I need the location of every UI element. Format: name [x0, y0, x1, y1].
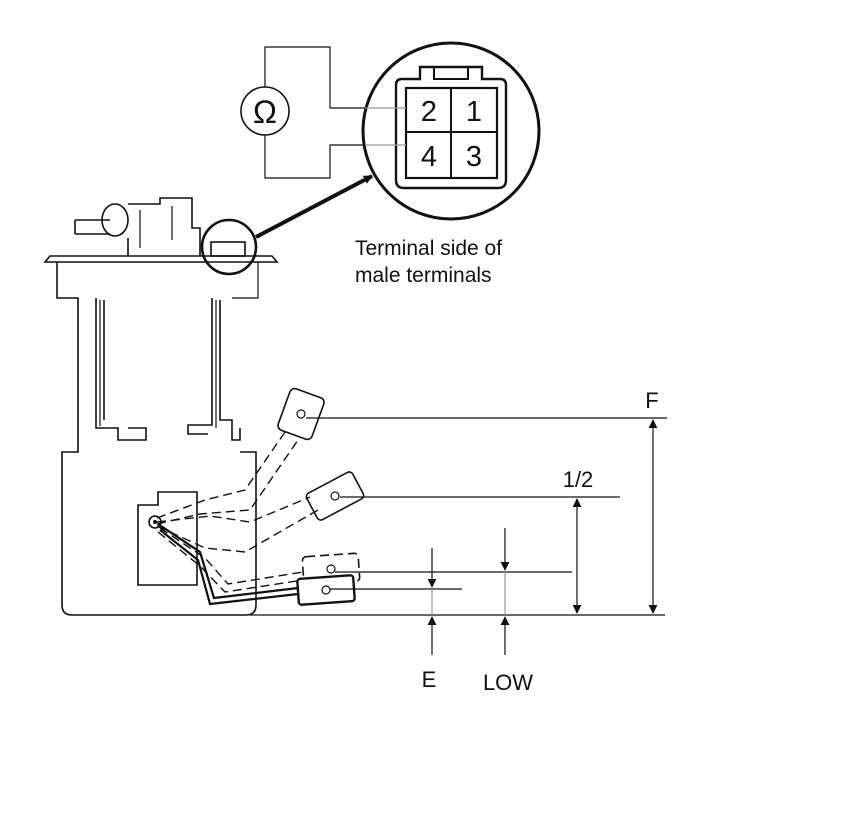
ohmmeter: Ω	[240, 46, 405, 179]
pipe-detail	[139, 206, 173, 248]
fuel-sender-unit	[43, 197, 279, 616]
float-arm-low	[157, 527, 304, 593]
connector-housing	[394, 65, 508, 190]
float-arm-empty	[157, 523, 299, 606]
upper-housing	[56, 262, 257, 616]
float-empty	[296, 574, 356, 606]
reference-lines	[250, 417, 667, 616]
connector-socket	[210, 241, 246, 257]
pump-column-right	[187, 298, 241, 441]
pipe-body	[127, 197, 201, 256]
sender-board	[137, 491, 198, 586]
label-full: F	[645, 388, 658, 413]
fuel-outlet-pipe	[74, 219, 110, 235]
terminal-2-label: 2	[421, 96, 437, 128]
connector-caption-line-1: Terminal side of	[355, 237, 502, 260]
terminal-3-label: 3	[466, 141, 482, 173]
terminal-4-label: 4	[421, 141, 437, 173]
float-arm-full	[156, 431, 299, 525]
label-half: 1/2	[563, 467, 594, 492]
float-assembly	[156, 387, 365, 606]
float-arm-pivot-center	[153, 520, 157, 524]
float-half	[305, 471, 365, 521]
pump-column-left	[95, 298, 147, 441]
pipe-joint	[101, 203, 129, 237]
connector-highlight-circle	[200, 218, 258, 276]
callout-arrow	[255, 174, 373, 239]
housing-inner-line	[232, 262, 259, 299]
connector-caption-line-2: male terminals	[355, 264, 492, 287]
dimension-arrows	[427, 419, 658, 655]
terminal-1-label: 1	[466, 96, 482, 128]
float-arm-half	[156, 496, 319, 553]
lead-to-terminal-4	[264, 135, 405, 179]
column-detail	[99, 300, 217, 428]
lead-to-terminal-2	[264, 46, 405, 109]
label-empty: E	[422, 667, 437, 692]
connector-magnified: 2 1 4 3	[361, 41, 541, 221]
connector-latch	[433, 66, 469, 80]
label-low: LOW	[483, 670, 533, 695]
ohm-symbol: Ω	[253, 94, 277, 130]
mounting-flange	[43, 255, 279, 263]
float-full	[277, 387, 325, 441]
